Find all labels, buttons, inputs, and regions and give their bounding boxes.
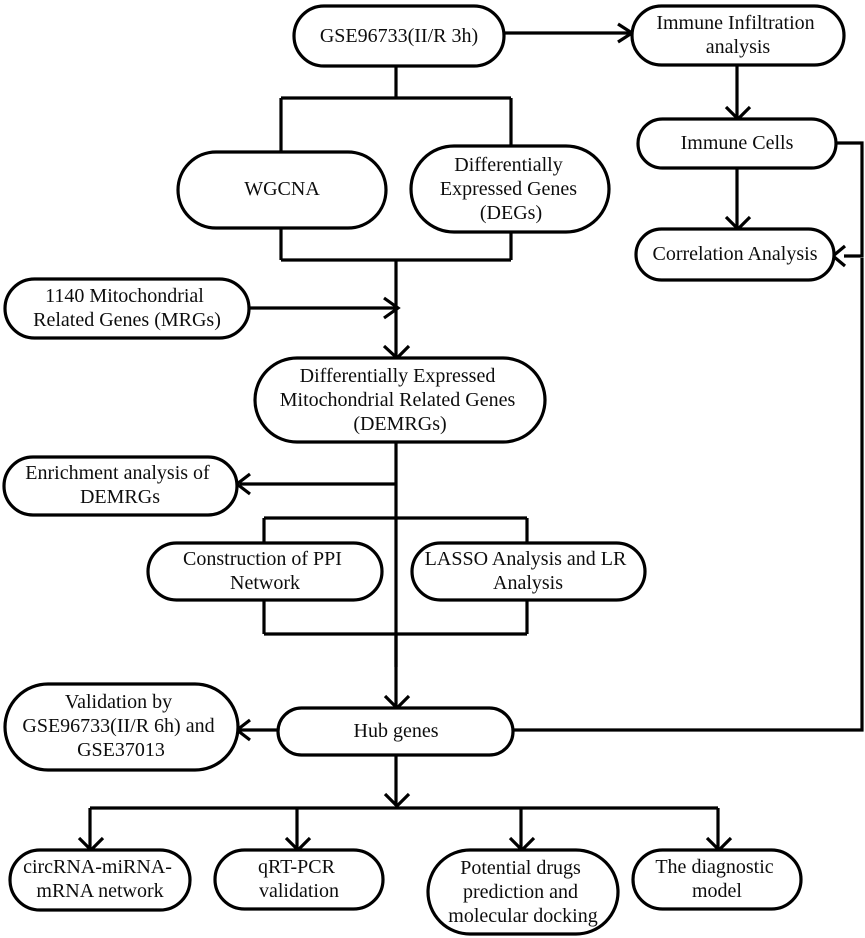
edge-cells-right-loop — [836, 141, 864, 258]
node-lasso[interactable]: LASSO Analysis and LR Analysis — [410, 541, 647, 602]
node-correlation-analysis-label: Correlation Analysis — [653, 243, 818, 265]
node-enrichment[interactable]: Enrichment analysis of DEMRGs — [2, 455, 239, 517]
node-qrtpcr[interactable]: qRT-PCR validation — [213, 848, 385, 911]
node-wgcna-shape — [176, 150, 388, 230]
node-wgcna-label: WGCNA — [244, 178, 320, 200]
node-enrichment-label: Enrichment analysis of DEMRGs — [25, 462, 214, 508]
node-immune-cells[interactable]: Immune Cells — [636, 117, 838, 170]
node-immune-infiltration[interactable]: Immune Infiltration analysis — [630, 4, 846, 67]
node-validation-label: Validation by GSE96733(II/R 6h) and GSE3… — [22, 691, 219, 761]
node-ppi[interactable]: Construction of PPI Network — [146, 541, 384, 602]
node-diagnostic-model-shape — [631, 848, 803, 911]
node-mrgs-label: 1140 Mitochondrial Related Genes (MRGs) — [33, 285, 221, 331]
node-wgcna[interactable]: WGCNA — [176, 150, 388, 230]
node-dataset-3h[interactable]: GSE96733(II/R 3h) — [292, 4, 506, 68]
node-ppi-shape — [146, 541, 384, 602]
node-dataset-3h-label: GSE96733(II/R 3h) — [320, 25, 478, 47]
arrowhead-hub-down — [383, 792, 411, 809]
node-circrna[interactable]: circRNA-miRNA- mRNA network — [8, 848, 192, 912]
node-demrgs-shape — [253, 356, 547, 444]
node-hub-genes[interactable]: Hub genes — [276, 706, 515, 757]
node-mrgs-shape — [3, 277, 251, 340]
node-lasso-shape — [410, 541, 647, 602]
edge-hub-to-correlation-right — [513, 258, 864, 732]
node-mrgs[interactable]: 1140 Mitochondrial Related Genes (MRGs) — [3, 277, 251, 340]
node-validation[interactable]: Validation by GSE96733(II/R 6h) and GSE3… — [3, 682, 240, 772]
node-validation-shape — [3, 682, 240, 772]
node-diagnostic-model-label: The diagnostic model — [655, 856, 778, 902]
node-circrna-shape — [8, 848, 192, 912]
node-drugs[interactable]: Potential drugs prediction and molecular… — [426, 848, 620, 936]
node-immune-cells-label: Immune Cells — [681, 132, 794, 154]
node-qrtpcr-shape — [213, 848, 385, 911]
node-qrtpcr-label: qRT-PCR validation — [258, 856, 340, 902]
node-correlation-analysis-shape — [634, 227, 836, 282]
node-demrgs[interactable]: Differentially Expressed Mitochondrial R… — [253, 356, 547, 444]
node-ppi-label: Construction of PPI Network — [183, 548, 347, 594]
node-diagnostic-model[interactable]: The diagnostic model — [631, 848, 803, 911]
node-enrichment-shape — [2, 455, 239, 517]
node-immune-cells-shape — [636, 117, 838, 170]
node-lasso-label: LASSO Analysis and LR Analysis — [425, 548, 632, 594]
node-circrna-label: circRNA-miRNA- mRNA network — [23, 856, 177, 902]
node-hub-genes-label: Hub genes — [354, 720, 439, 742]
node-demrgs-label: Differentially Expressed Mitochondrial R… — [280, 365, 521, 435]
arrowhead-mrgs-trunk — [383, 296, 401, 320]
node-degs[interactable]: Differentially Expressed Genes (DEGs) — [409, 144, 611, 234]
connector-layer — [77, 22, 864, 853]
node-degs-shape — [409, 144, 611, 234]
node-drugs-shape — [426, 848, 620, 936]
node-drugs-label: Potential drugs prediction and molecular… — [448, 857, 597, 927]
node-hub-genes-shape — [276, 706, 515, 757]
node-dataset-3h-shape — [292, 4, 506, 68]
node-immune-infiltration-shape — [630, 4, 846, 67]
node-correlation-analysis[interactable]: Correlation Analysis — [634, 227, 836, 282]
node-immune-infiltration-label: Immune Infiltration analysis — [656, 12, 819, 58]
node-degs-label: Differentially Expressed Genes (DEGs) — [440, 154, 582, 224]
